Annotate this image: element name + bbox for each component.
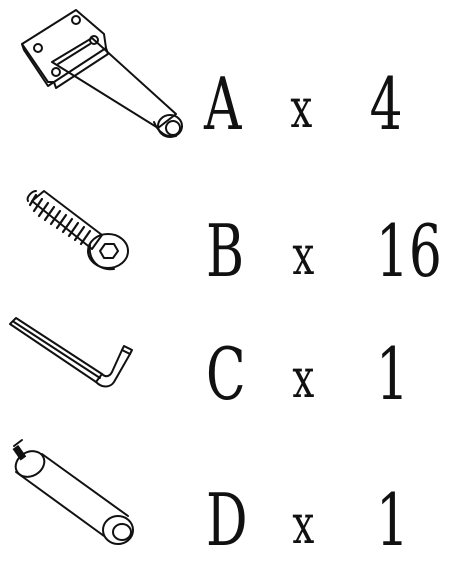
part-quantity: 4 xyxy=(370,68,403,140)
part-quantity: 16 xyxy=(376,215,442,287)
part-row-c: C x 1 xyxy=(0,308,470,418)
part-letter: C xyxy=(206,338,246,410)
tapered-leg-with-mounting-plate-icon xyxy=(18,4,188,144)
times-sign: x xyxy=(292,229,314,283)
part-quantity: 1 xyxy=(376,338,409,410)
allen-key-icon xyxy=(6,314,136,394)
times-sign: x xyxy=(292,352,314,406)
times-sign: x xyxy=(292,498,314,552)
times-sign: x xyxy=(290,82,312,136)
part-letter: B xyxy=(206,215,244,287)
part-row-a: A x 4 xyxy=(0,0,470,140)
part-quantity: 1 xyxy=(376,484,409,556)
tapered-leg-with-threaded-stud-icon xyxy=(4,436,144,556)
part-letter: A xyxy=(204,68,241,140)
part-letter: D xyxy=(206,484,248,556)
part-row-d: D x 1 xyxy=(0,430,470,559)
hex-socket-bolt-icon xyxy=(26,189,136,279)
part-row-b: B x 16 xyxy=(0,185,470,295)
